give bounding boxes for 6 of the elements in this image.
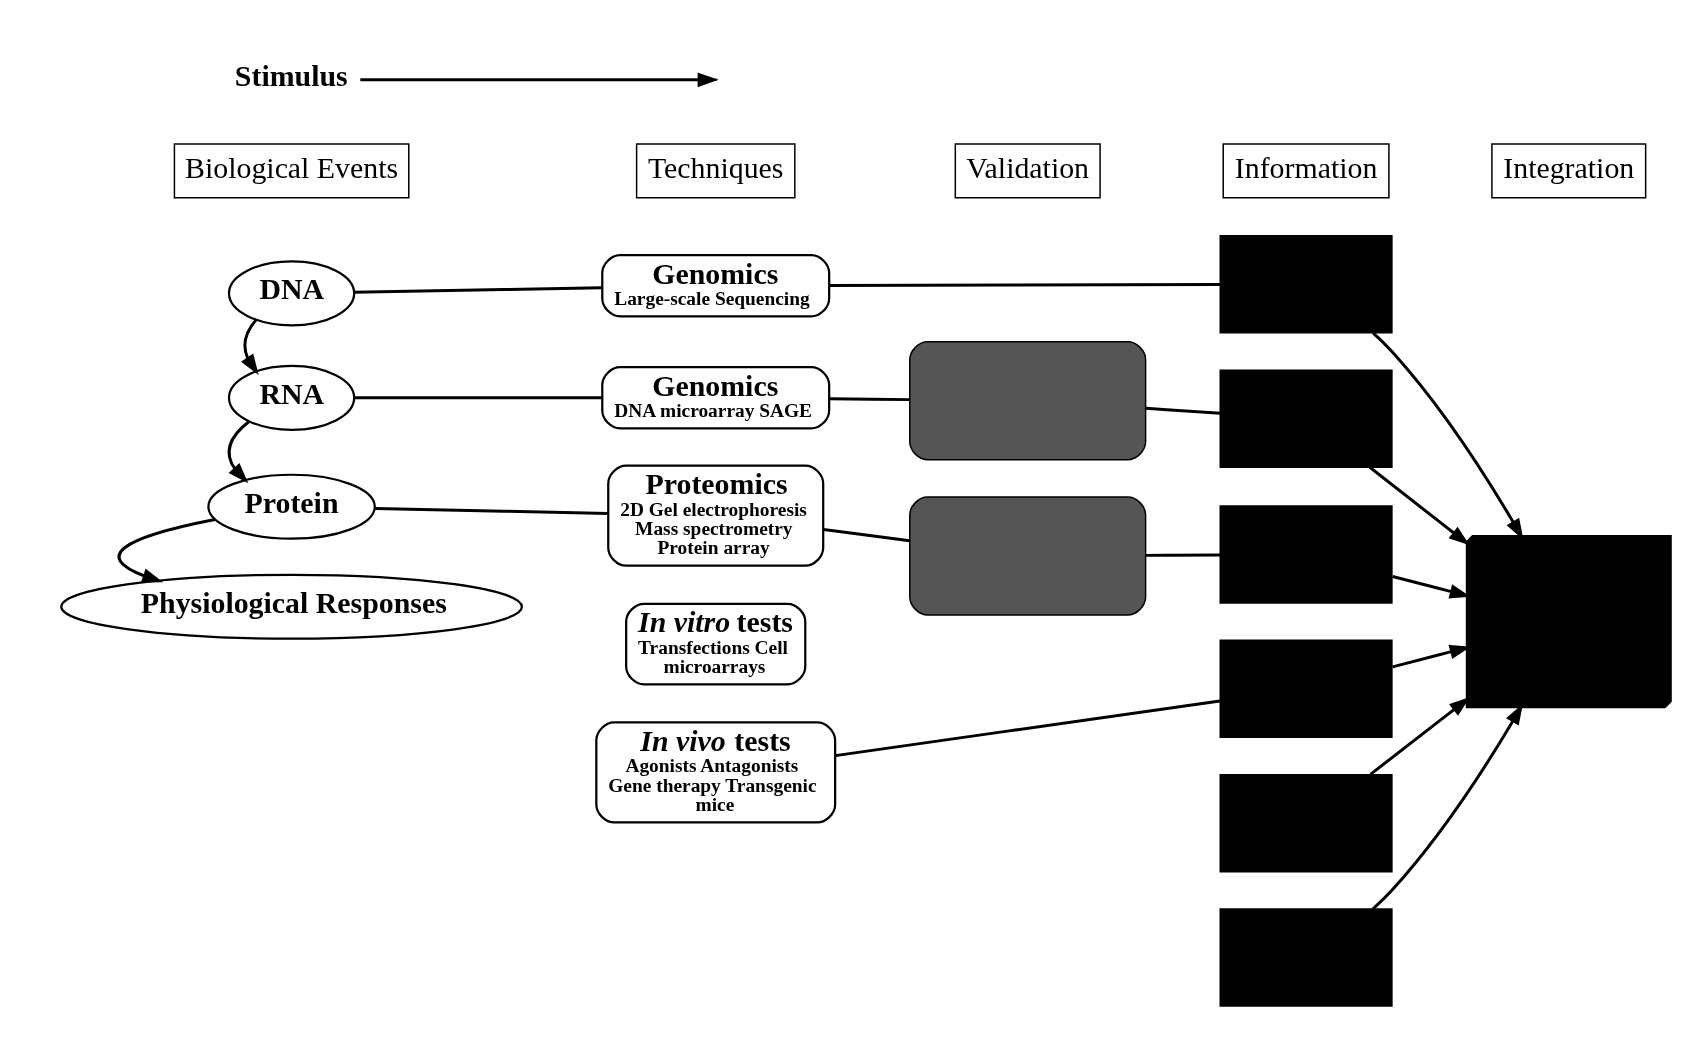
label: Validation (966, 151, 1090, 185)
label: Biological Events (185, 151, 399, 185)
label: Techniques (647, 151, 784, 185)
label: Integration (1503, 151, 1635, 185)
label: Information (1234, 151, 1378, 185)
node-text: Stimulus (234, 58, 348, 92)
